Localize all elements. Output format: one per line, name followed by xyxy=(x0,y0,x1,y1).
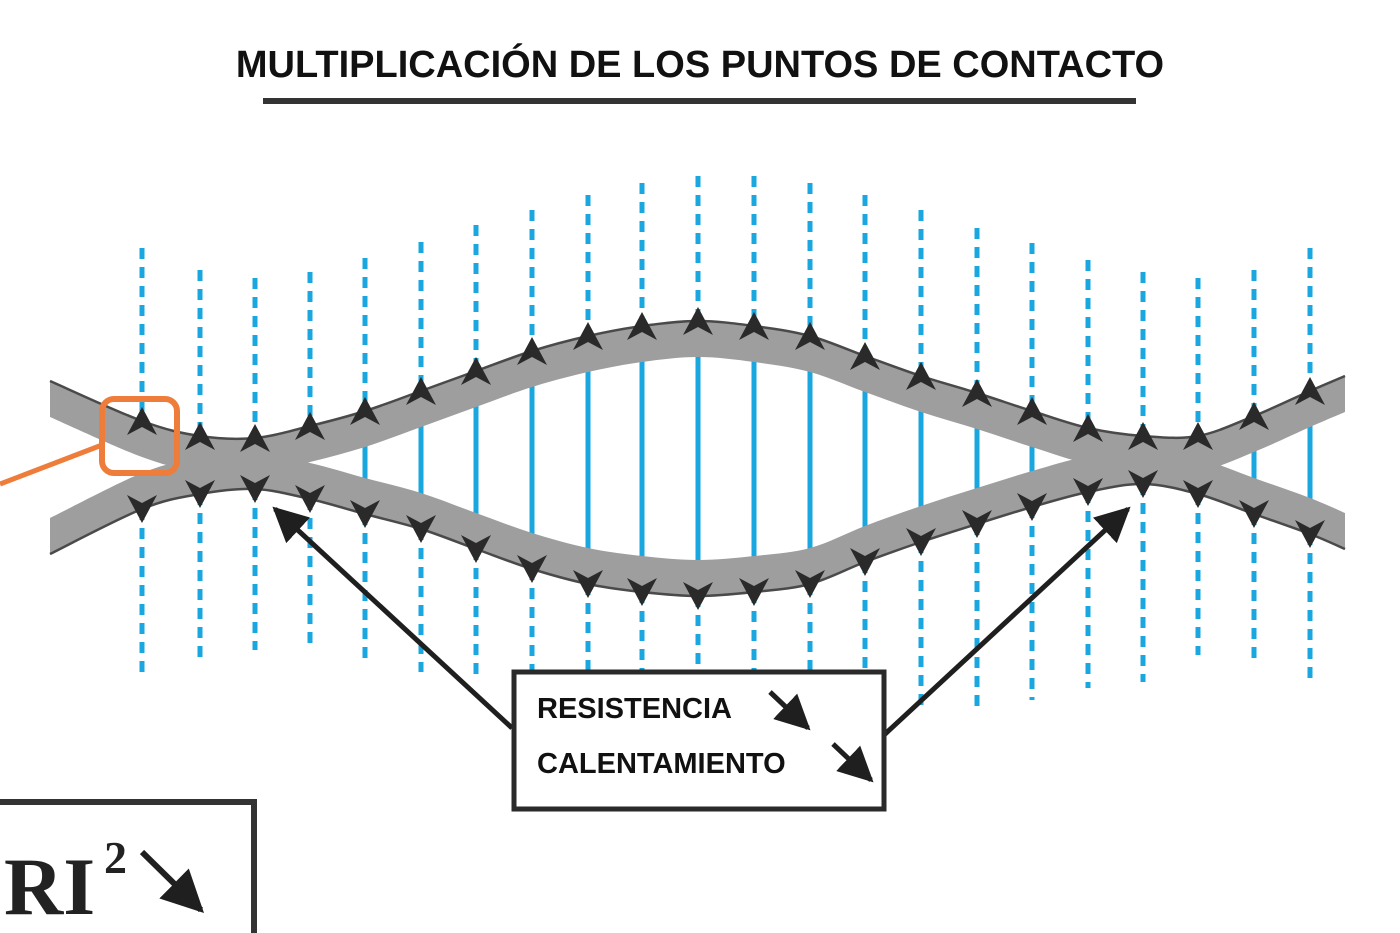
contact-force-arrow-icon xyxy=(127,495,157,523)
contact-force-arrow-icon xyxy=(683,307,713,335)
contact-force-arrow-icon xyxy=(1128,470,1158,498)
contact-force-arrow-icon xyxy=(739,578,769,606)
contact-force-arrow-icon xyxy=(1183,480,1213,508)
contact-force-arrow-icon xyxy=(906,362,936,390)
highlight-leader-line xyxy=(0,442,103,487)
contact-force-arrow-icon xyxy=(295,412,325,440)
contact-force-arrow-icon xyxy=(461,357,491,385)
resistance-label: RESISTENCIA xyxy=(537,693,732,725)
contact-force-arrows xyxy=(127,307,1325,610)
contact-force-arrow-icon xyxy=(627,578,657,606)
contact-force-arrow-icon xyxy=(461,535,491,563)
contact-force-arrow-icon xyxy=(295,485,325,513)
contact-force-arrow-icon xyxy=(127,407,157,435)
arrow-down-right-icon xyxy=(139,849,204,913)
current-lines xyxy=(139,176,1313,712)
contact-force-arrow-icon xyxy=(683,582,713,610)
contact-force-arrow-icon xyxy=(1239,402,1269,430)
contact-force-arrow-icon xyxy=(850,548,880,576)
contact-force-arrow-icon xyxy=(1239,500,1269,528)
diagram-title: MULTIPLICACIÓN DE LOS PUNTOS DE CONTACTO xyxy=(236,42,1164,86)
pointer-arrow-left xyxy=(272,506,514,730)
contact-force-arrow-icon xyxy=(627,312,657,340)
contact-force-arrow-icon xyxy=(1183,422,1213,450)
contact-force-arrow-icon xyxy=(1017,397,1047,425)
contact-force-arrow-icon xyxy=(1295,520,1325,548)
contact-force-arrow-icon xyxy=(517,337,547,365)
contact-force-arrow-icon xyxy=(573,570,603,598)
callout-box: RESISTENCIA CALENTAMIENTO xyxy=(511,669,887,812)
contact-force-arrow-icon xyxy=(1073,414,1103,442)
contact-force-arrow-icon xyxy=(350,397,380,425)
contact-force-arrow-icon xyxy=(962,379,992,407)
contact-force-arrow-icon xyxy=(573,322,603,350)
contact-force-arrow-icon xyxy=(906,528,936,556)
contact-force-arrow-icon xyxy=(1128,422,1158,450)
contact-point-highlight xyxy=(99,396,180,476)
contact-force-arrow-icon xyxy=(1073,478,1103,506)
contact-force-arrow-icon xyxy=(240,475,270,503)
contact-force-arrow-icon xyxy=(739,312,769,340)
contact-force-arrow-icon xyxy=(185,422,215,450)
formula-base: RI xyxy=(4,841,95,932)
contact-force-arrow-icon xyxy=(185,480,215,508)
formula-exponent: 2 xyxy=(104,832,127,883)
heating-label: CALENTAMIENTO xyxy=(537,748,786,780)
contact-force-arrow-icon xyxy=(240,424,270,452)
contact-force-arrow-icon xyxy=(962,510,992,538)
arrow-down-right-icon xyxy=(831,742,874,783)
arrow-down-right-icon xyxy=(768,690,811,731)
contact-force-arrow-icon xyxy=(406,515,436,543)
contact-force-arrow-icon xyxy=(850,342,880,370)
pointer-arrow-right xyxy=(882,506,1131,737)
formula-box: RI 2 xyxy=(0,799,257,933)
contact-force-arrow-icon xyxy=(350,500,380,528)
contact-force-arrow-icon xyxy=(795,322,825,350)
contact-force-arrow-icon xyxy=(1017,493,1047,521)
contact-force-arrow-icon xyxy=(517,555,547,583)
contact-force-arrow-icon xyxy=(795,570,825,598)
contact-force-arrow-icon xyxy=(406,377,436,405)
contact-force-arrow-icon xyxy=(1295,377,1325,405)
